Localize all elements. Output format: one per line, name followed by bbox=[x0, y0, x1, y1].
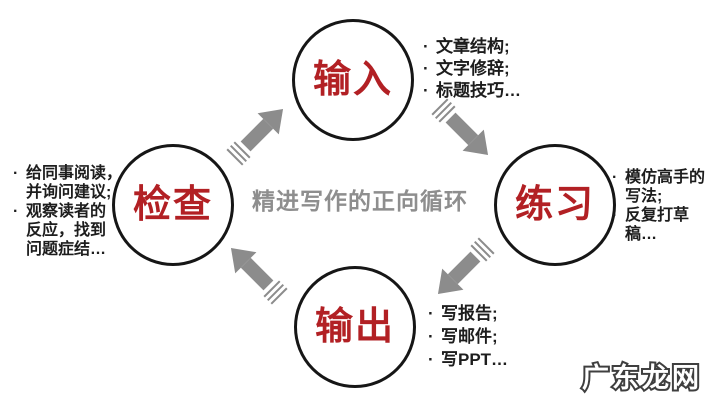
output-notes-list: · 写报告; · 写邮件; · 写PPT… bbox=[427, 302, 508, 371]
watermark-logo: 广东龙网 bbox=[580, 361, 702, 395]
input-notes-list: · 文章结构; · 文字修辞; · 标题技巧… bbox=[422, 36, 521, 102]
list-item: · 标题技巧… bbox=[422, 80, 521, 102]
bullet-marker: · bbox=[423, 81, 429, 100]
bullet-marker: · bbox=[423, 59, 429, 78]
list-item: · 写报告; bbox=[427, 302, 508, 325]
note-line: 文字修辞; bbox=[436, 59, 510, 78]
list-item: · 写邮件; bbox=[427, 325, 508, 348]
list-item: · 文字修辞; bbox=[422, 58, 521, 80]
note-line: 标题技巧… bbox=[436, 81, 521, 100]
node-output-label: 输出 bbox=[314, 306, 395, 348]
note-line: 写法; bbox=[625, 188, 663, 205]
note-line: 给同事阅读， bbox=[26, 165, 123, 182]
diagram-title: 精进写作的正向循环 bbox=[252, 188, 468, 214]
note-line: 观察读者的 bbox=[26, 203, 107, 220]
list-item: · 反复打草 稿… bbox=[611, 206, 705, 244]
bullet-marker: · bbox=[13, 203, 19, 220]
bullet-marker: · bbox=[612, 169, 618, 186]
practice-notes-list: · 模仿高手的 写法; · 反复打草 稿… bbox=[611, 168, 705, 244]
bullet-marker: · bbox=[13, 165, 19, 182]
arrow-practice-to-output bbox=[424, 232, 500, 308]
node-input: 输入 bbox=[292, 19, 414, 141]
arrow-input-to-practice bbox=[426, 93, 502, 169]
node-input-label: 输入 bbox=[312, 59, 393, 101]
down-left-arrow-icon bbox=[437, 237, 495, 295]
note-line: 并询问建议; bbox=[26, 184, 112, 201]
note-line: 模仿高手的 bbox=[625, 169, 706, 186]
bullet-marker: · bbox=[612, 207, 618, 224]
list-item: · 观察读者的 反应，找到 问题症结… bbox=[12, 202, 122, 259]
note-line: 写报告; bbox=[441, 304, 498, 323]
node-practice: 练习 bbox=[494, 144, 616, 266]
node-practice-label: 练习 bbox=[514, 184, 595, 226]
note-line: 反应，找到 bbox=[26, 222, 107, 239]
bullet-marker: · bbox=[423, 37, 429, 56]
node-check: 检查 bbox=[112, 144, 234, 266]
check-notes-list: · 给同事阅读， 并询问建议; · 观察读者的 反应，找到 问题症结… bbox=[12, 164, 122, 259]
list-item: · 模仿高手的 写法; bbox=[611, 168, 705, 206]
note-line: 问题症结… bbox=[26, 241, 107, 258]
note-line: 写邮件; bbox=[441, 327, 498, 346]
bullet-marker: · bbox=[428, 327, 434, 346]
list-item: · 文章结构; bbox=[422, 36, 521, 58]
list-item: · 写PPT… bbox=[427, 348, 508, 371]
arrow-check-to-input bbox=[221, 95, 297, 171]
node-output: 输出 bbox=[294, 266, 416, 388]
up-left-arrow-icon bbox=[230, 247, 288, 305]
bullet-marker: · bbox=[428, 350, 434, 369]
note-line: 文章结构; bbox=[436, 37, 510, 56]
note-line: 写PPT… bbox=[441, 350, 509, 369]
note-line: 稿… bbox=[625, 226, 658, 243]
down-right-arrow-icon bbox=[431, 98, 489, 156]
list-item: · 给同事阅读， 并询问建议; bbox=[12, 164, 122, 202]
note-line: 反复打草 bbox=[625, 207, 690, 224]
up-right-arrow-icon bbox=[226, 108, 284, 166]
node-check-label: 检查 bbox=[132, 184, 213, 226]
bullet-marker: · bbox=[428, 304, 434, 323]
arrow-output-to-check bbox=[217, 234, 293, 310]
